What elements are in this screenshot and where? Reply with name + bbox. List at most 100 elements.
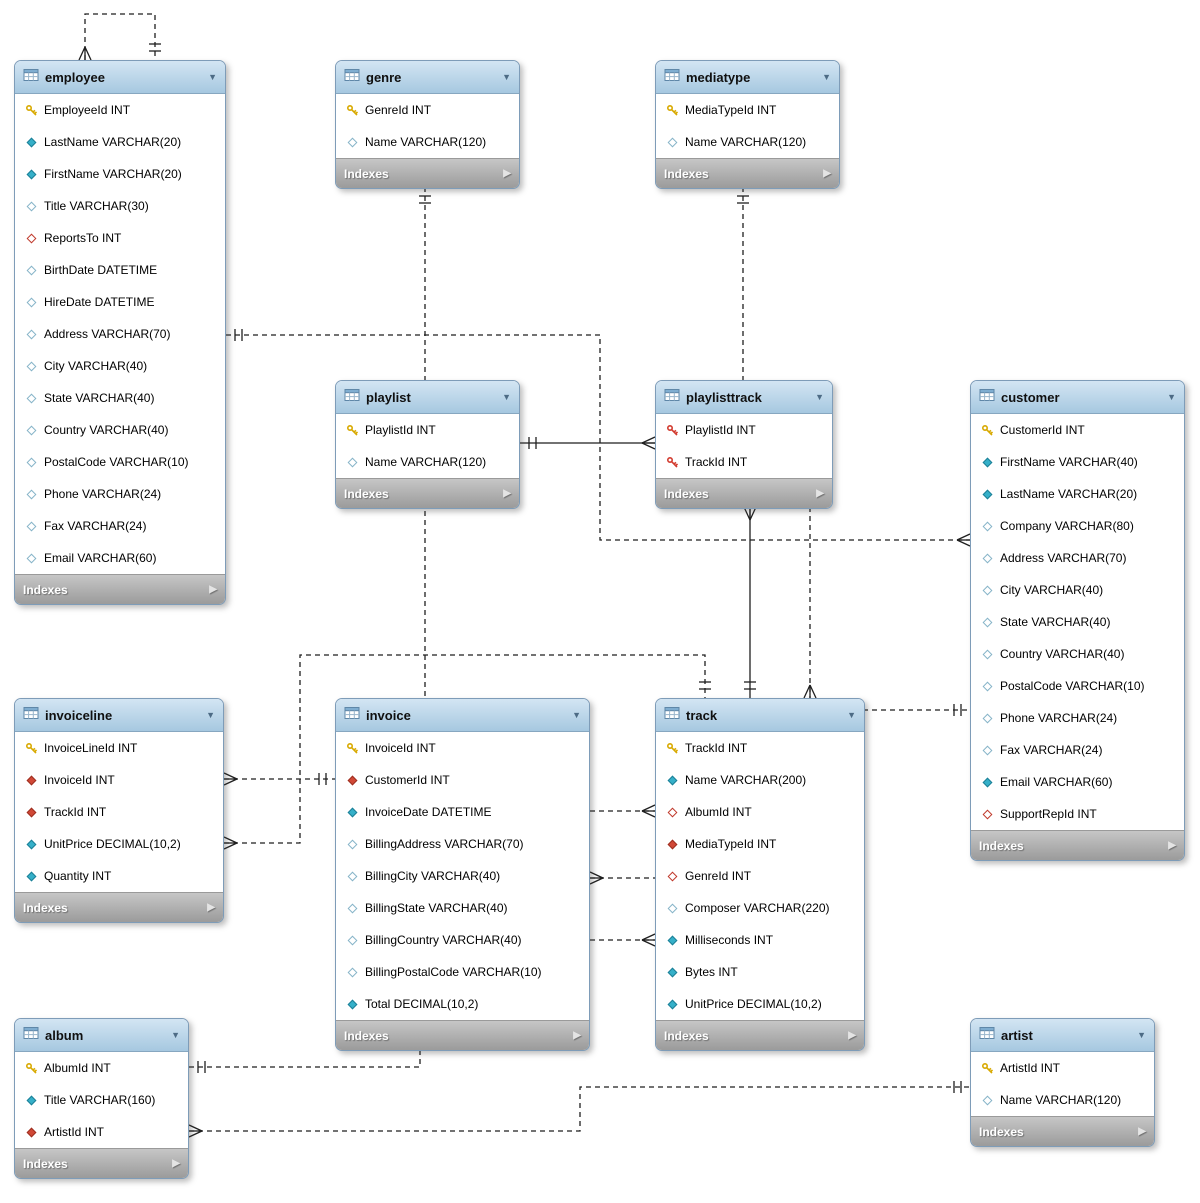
not-null-diamond-icon	[23, 169, 39, 179]
table-track[interactable]: track ▼ TrackId INT Name VARCHAR(200) Al…	[655, 698, 865, 1051]
indexes-bar[interactable]: Indexes ▶	[15, 574, 225, 604]
indexes-bar[interactable]: Indexes ▶	[971, 1116, 1154, 1146]
collapse-arrow-icon[interactable]: ▼	[502, 71, 511, 82]
table-header[interactable]: genre ▼	[336, 61, 519, 94]
column-label: ArtistId INT	[44, 1125, 105, 1139]
not-null-diamond-icon	[979, 457, 995, 467]
table-artist[interactable]: artist ▼ ArtistId INT Name VARCHAR(120) …	[970, 1018, 1155, 1147]
relationship-playlisttrack-track[interactable]	[743, 506, 757, 698]
relationship-genre-track[interactable]	[419, 187, 656, 947]
column-label: InvoiceDate DATETIME	[365, 805, 492, 819]
nullable-diamond-icon	[23, 361, 39, 371]
column-row: State VARCHAR(40)	[971, 606, 1184, 638]
collapse-arrow-icon[interactable]: ▼	[815, 391, 824, 402]
expand-indexes-icon[interactable]: ▶	[1168, 839, 1176, 851]
table-header[interactable]: playlist ▼	[336, 381, 519, 414]
collapse-arrow-icon[interactable]: ▼	[1167, 391, 1176, 402]
indexes-label: Indexes	[664, 1028, 709, 1043]
table-icon	[664, 706, 680, 725]
expand-indexes-icon[interactable]: ▶	[823, 167, 831, 179]
table-header[interactable]: playlisttrack ▼	[656, 381, 832, 414]
collapse-arrow-icon[interactable]: ▼	[572, 709, 581, 720]
column-label: InvoiceLineId INT	[44, 741, 138, 755]
expand-indexes-icon[interactable]: ▶	[172, 1157, 180, 1169]
indexes-bar[interactable]: Indexes ▶	[15, 1148, 188, 1178]
collapse-arrow-icon[interactable]: ▼	[1137, 1029, 1146, 1040]
column-label: Name VARCHAR(200)	[685, 773, 807, 787]
collapse-arrow-icon[interactable]: ▼	[502, 391, 511, 402]
table-columns: AlbumId INT Title VARCHAR(160) ArtistId …	[15, 1052, 188, 1148]
table-header[interactable]: album ▼	[15, 1019, 188, 1052]
relationship-mediatype-track[interactable]	[737, 187, 817, 699]
indexes-bar[interactable]: Indexes ▶	[336, 1020, 589, 1050]
table-genre[interactable]: genre ▼ GenreId INT Name VARCHAR(120) In…	[335, 60, 520, 189]
table-invoice[interactable]: invoice ▼ InvoiceId INT CustomerId INT I…	[335, 698, 590, 1051]
table-playlist[interactable]: playlist ▼ PlaylistId INT Name VARCHAR(1…	[335, 380, 520, 509]
column-label: State VARCHAR(40)	[1000, 615, 1111, 629]
table-employee[interactable]: employee ▼ EmployeeId INT LastName VARCH…	[14, 60, 226, 605]
relationship-employee-customer[interactable]	[226, 329, 971, 547]
indexes-bar[interactable]: Indexes ▶	[336, 478, 519, 508]
table-header[interactable]: employee ▼	[15, 61, 225, 94]
relationship-playlist-playlisttrack[interactable]	[520, 436, 656, 450]
column-row: TrackId INT	[656, 446, 832, 478]
table-playlisttrack[interactable]: playlisttrack ▼ PlaylistId INT TrackId I…	[655, 380, 833, 509]
column-row: CustomerId INT	[971, 414, 1184, 446]
column-label: EmployeeId INT	[44, 103, 131, 117]
expand-indexes-icon[interactable]: ▶	[1138, 1125, 1146, 1137]
collapse-arrow-icon[interactable]: ▼	[208, 71, 217, 82]
table-title: track	[686, 707, 718, 723]
expand-indexes-icon[interactable]: ▶	[503, 487, 511, 499]
indexes-label: Indexes	[979, 1124, 1024, 1139]
primary-foreign-key-icon	[664, 424, 680, 437]
table-album[interactable]: album ▼ AlbumId INT Title VARCHAR(160) A…	[14, 1018, 189, 1179]
indexes-bar[interactable]: Indexes ▶	[336, 158, 519, 188]
expand-indexes-icon[interactable]: ▶	[207, 901, 215, 913]
table-icon	[979, 1026, 995, 1045]
collapse-arrow-icon[interactable]: ▼	[171, 1029, 180, 1040]
relationship-album-artist[interactable]	[188, 1081, 970, 1138]
table-header[interactable]: invoice ▼	[336, 699, 589, 732]
table-icon	[664, 68, 680, 87]
expand-indexes-icon[interactable]: ▶	[503, 167, 511, 179]
primary-key-icon	[979, 424, 995, 437]
indexes-bar[interactable]: Indexes ▶	[656, 478, 832, 508]
primary-key-icon	[344, 742, 360, 755]
column-label: SupportRepId INT	[1000, 807, 1097, 821]
relationship-employee-employee[interactable]	[78, 13, 161, 61]
foreign-key-nullable-icon	[23, 233, 39, 243]
relationship-invoiceline-invoice[interactable]	[223, 772, 335, 786]
column-label: City VARCHAR(40)	[44, 359, 148, 373]
table-invoiceline[interactable]: invoiceline ▼ InvoiceLineId INT InvoiceI…	[14, 698, 224, 923]
indexes-bar[interactable]: Indexes ▶	[656, 1020, 864, 1050]
table-header[interactable]: track ▼	[656, 699, 864, 732]
expand-indexes-icon[interactable]: ▶	[573, 1029, 581, 1041]
expand-indexes-icon[interactable]: ▶	[848, 1029, 856, 1041]
expand-indexes-icon[interactable]: ▶	[816, 487, 824, 499]
relationship-invoiceline-track[interactable]	[223, 654, 711, 850]
table-header[interactable]: artist ▼	[971, 1019, 1154, 1052]
indexes-label: Indexes	[664, 486, 709, 501]
table-header[interactable]: mediatype ▼	[656, 61, 839, 94]
table-customer[interactable]: customer ▼ CustomerId INT FirstName VARC…	[970, 380, 1185, 861]
column-label: TrackId INT	[44, 805, 107, 819]
column-label: Country VARCHAR(40)	[1000, 647, 1125, 661]
column-label: Bytes INT	[685, 965, 738, 979]
indexes-bar[interactable]: Indexes ▶	[971, 830, 1184, 860]
column-label: BirthDate DATETIME	[44, 263, 158, 277]
collapse-arrow-icon[interactable]: ▼	[206, 709, 215, 720]
column-label: MediaTypeId INT	[685, 103, 777, 117]
table-mediatype[interactable]: mediatype ▼ MediaTypeId INT Name VARCHAR…	[655, 60, 840, 189]
table-header[interactable]: customer ▼	[971, 381, 1184, 414]
indexes-bar[interactable]: Indexes ▶	[15, 892, 223, 922]
column-row: ArtistId INT	[15, 1116, 188, 1148]
column-row: LastName VARCHAR(20)	[15, 126, 225, 158]
indexes-bar[interactable]: Indexes ▶	[656, 158, 839, 188]
table-title: playlist	[366, 389, 411, 405]
nullable-diamond-icon	[23, 297, 39, 307]
collapse-arrow-icon[interactable]: ▼	[822, 71, 831, 82]
collapse-arrow-icon[interactable]: ▼	[847, 709, 856, 720]
table-header[interactable]: invoiceline ▼	[15, 699, 223, 732]
expand-indexes-icon[interactable]: ▶	[209, 583, 217, 595]
